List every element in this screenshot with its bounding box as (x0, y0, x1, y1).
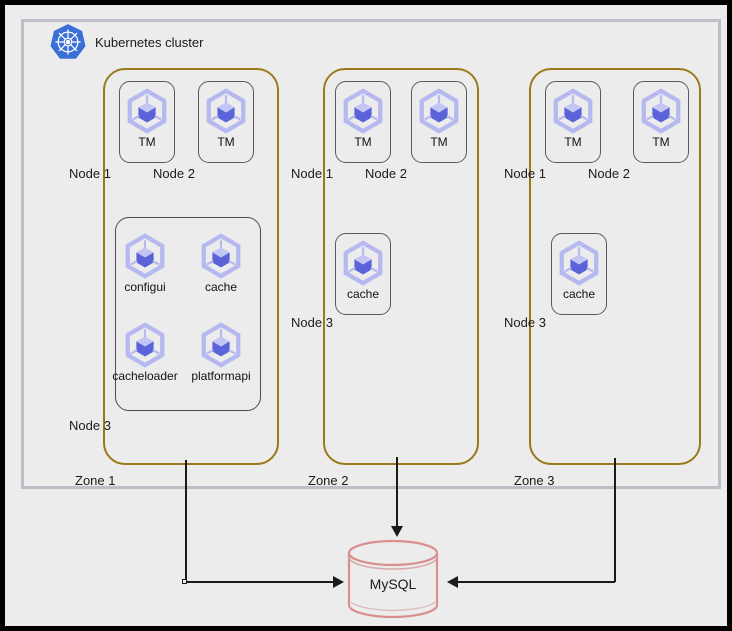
pod-label: TM (138, 135, 156, 149)
connector-zone1-horizontal (187, 581, 335, 583)
pod-label: cache (204, 280, 238, 294)
connector-zone1-vertical (185, 460, 187, 582)
kubernetes-pod-icon (641, 88, 681, 134)
kubernetes-pod-icon (559, 240, 599, 286)
kubernetes-pod-icon (125, 322, 165, 368)
connector-zone2-vertical (396, 457, 398, 529)
pod-cacheloader[interactable]: cacheloader (112, 322, 178, 383)
pod-zone1-tm-2[interactable]: TM (198, 81, 254, 163)
pod-configui[interactable]: configui (115, 233, 175, 294)
pod-cache-zone3[interactable]: cache (551, 233, 607, 315)
zone-3-label: Zone 3 (514, 473, 555, 488)
zone2-node-3-label: Node 3 (291, 315, 333, 330)
pod-cache-zone2[interactable]: cache (335, 233, 391, 315)
kubernetes-pod-icon (343, 88, 383, 134)
kubernetes-pod-icon (419, 88, 459, 134)
mysql-database[interactable]: MySQL (341, 538, 445, 620)
pod-zone3-tm-1[interactable]: TM (545, 81, 601, 163)
pod-label: TM (564, 135, 582, 149)
zone3-node-2-label: Node 2 (588, 166, 630, 181)
pod-label: cache (346, 287, 380, 301)
pod-zone1-tm-1[interactable]: TM (119, 81, 175, 163)
connector-zone3-arrowhead (447, 576, 458, 588)
connector-zone3-vertical (614, 458, 616, 582)
zone-1-boundary (103, 68, 279, 465)
connector-zone1-endpoint (182, 579, 187, 584)
zone-2-label: Zone 2 (308, 473, 349, 488)
pod-zone3-tm-2[interactable]: TM (633, 81, 689, 163)
cluster-title: Kubernetes cluster (95, 34, 204, 50)
zone3-node-1-label: Node 1 (504, 166, 546, 181)
pod-zone2-tm-2[interactable]: TM (411, 81, 467, 163)
kubernetes-pod-icon (343, 240, 383, 286)
kubernetes-logo-icon (50, 24, 86, 59)
pod-label: platformapi (191, 369, 251, 383)
pod-zone2-tm-1[interactable]: TM (335, 81, 391, 163)
kubernetes-pod-icon (201, 322, 241, 368)
connector-zone2-arrowhead (391, 526, 403, 537)
pod-platformapi[interactable]: platformapi (191, 322, 251, 383)
pod-label: cache (562, 287, 596, 301)
pod-label: TM (430, 135, 448, 149)
cluster-header: Kubernetes cluster (49, 23, 203, 61)
connector-zone1-arrowhead (333, 576, 344, 588)
pod-label: TM (217, 135, 235, 149)
zone2-node-2-label: Node 2 (365, 166, 407, 181)
connector-zone3-horizontal (457, 581, 615, 583)
kubernetes-pod-icon (206, 88, 246, 134)
zone1-node-2-label: Node 2 (153, 166, 195, 181)
kubernetes-pod-icon (127, 88, 167, 134)
kubernetes-pod-icon (201, 233, 241, 279)
zone-1-label: Zone 1 (75, 473, 116, 488)
pod-cache-zone1[interactable]: cache (191, 233, 251, 294)
pod-label: TM (354, 135, 372, 149)
pod-label: configui (124, 280, 166, 294)
kubernetes-pod-icon (125, 233, 165, 279)
zone1-node-1-label: Node 1 (69, 166, 111, 181)
zone1-node-3-label: Node 3 (69, 418, 111, 433)
kubernetes-pod-icon (553, 88, 593, 134)
pod-label: cacheloader (112, 369, 178, 383)
zone2-node-1-label: Node 1 (291, 166, 333, 181)
zone3-node-3-label: Node 3 (504, 315, 546, 330)
database-cylinder-icon (347, 539, 439, 619)
zone-2-boundary (323, 68, 479, 465)
pod-label: TM (652, 135, 670, 149)
